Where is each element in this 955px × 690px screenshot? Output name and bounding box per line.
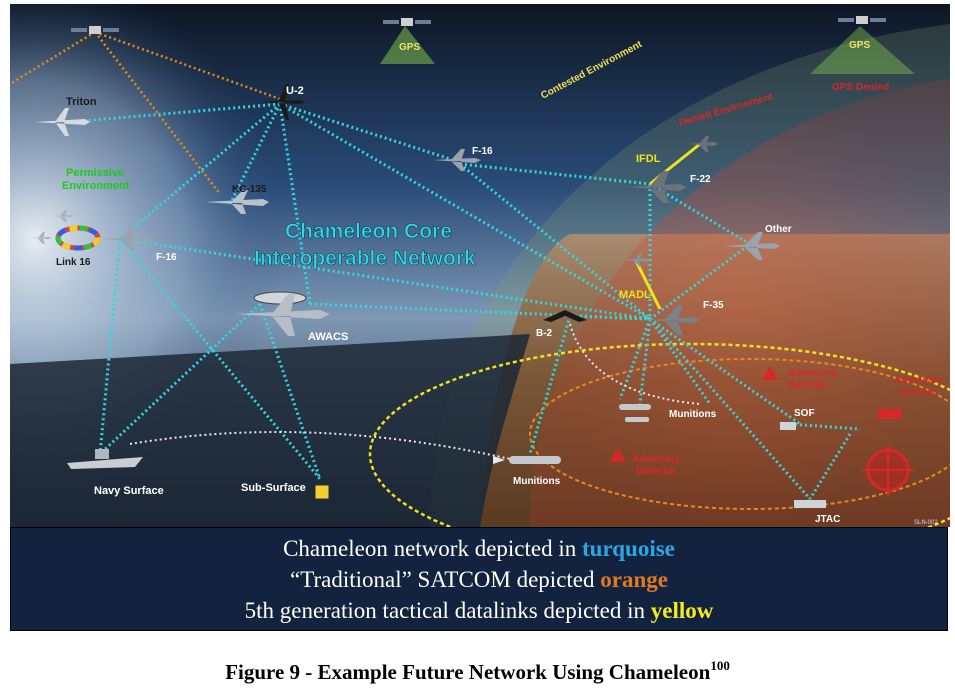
adversary-detector-right-icon — [762, 366, 778, 380]
awacs-icon — [235, 291, 330, 336]
link16-ring-icon — [55, 225, 101, 251]
engagement-zone-inner — [529, 358, 950, 510]
yellow-highlight: yellow — [650, 598, 714, 623]
navy-ship-icon — [67, 449, 143, 469]
gps-satellite-right-icon — [838, 16, 886, 24]
f22-icon — [627, 171, 687, 203]
caption-legend: Chameleon network depicted in turquoise … — [10, 527, 948, 631]
link16-label: Link 16 — [56, 257, 91, 268]
gps-right-label: GPS — [849, 40, 870, 51]
link16-wingman-1-icon — [52, 210, 74, 222]
adversary-jammer-icon — [878, 409, 902, 419]
other-aircraft-icon — [722, 232, 780, 260]
triton-icon — [35, 108, 90, 136]
other-label: Other — [765, 224, 792, 235]
adversary-detector-right-label-1: Adversary — [788, 368, 837, 379]
adversary-jammer-label-2: Jammer — [898, 387, 936, 398]
munitions-right-label: Munitions — [669, 409, 717, 420]
permissive-label-1: Permissive — [66, 167, 124, 179]
madl-wingman-icon — [624, 253, 650, 267]
adversary-detector-center-label-1: Adversary — [632, 454, 681, 465]
kc135-icon — [205, 190, 269, 214]
caption-line-3: 5th generation tactical datalinks depict… — [11, 598, 947, 624]
caption-line-3-text: 5th generation tactical datalinks depict… — [244, 598, 651, 623]
engagement-zone-outer — [368, 342, 950, 527]
caption-line-2: “Traditional” SATCOM depicted orange — [11, 567, 947, 593]
core-network-label-2: Interoperable Network — [254, 247, 476, 270]
core-network-label-1: Chameleon Core — [285, 220, 452, 243]
sub-surface-label: Sub-Surface — [241, 482, 306, 494]
caption-line-1-text: Chameleon network depicted in — [283, 536, 583, 561]
f35-icon — [644, 305, 700, 335]
triton-label: Triton — [66, 96, 97, 108]
orange-highlight: orange — [600, 567, 668, 592]
sof-icon — [780, 422, 796, 430]
caption-line-2-text: “Traditional” SATCOM depicted — [290, 567, 601, 592]
f16-top-icon — [433, 149, 481, 171]
link16-wingman-2-icon — [30, 232, 52, 244]
munitions-right-icon — [619, 404, 651, 422]
sea — [10, 334, 530, 527]
gps-denied-label: GPS Denied — [832, 82, 889, 93]
u2-icon — [258, 84, 306, 120]
madl-label: MADL — [619, 289, 651, 301]
figure-caption: Figure 9 - Example Future Network Using … — [0, 658, 955, 685]
submarine-icon — [314, 484, 330, 500]
b2-label: B-2 — [536, 328, 553, 339]
u2-label: U-2 — [286, 85, 304, 97]
figure-footnote-ref: 100 — [710, 658, 730, 673]
gps-beam-right — [810, 26, 915, 74]
sln-label: SLN-002 — [914, 520, 938, 526]
jtac-icon — [794, 500, 826, 508]
f22-wingman-icon — [688, 136, 718, 152]
gps-left-label: GPS — [399, 42, 420, 53]
adversary-detector-center-icon — [610, 448, 626, 462]
ifdl-label: IFDL — [636, 153, 661, 165]
denied-zone — [530, 79, 950, 527]
kc135-label: KC-135 — [232, 184, 267, 195]
gps-beam-left — [380, 26, 435, 64]
jtac-label: JTAC — [815, 514, 840, 525]
gps-satellite-left-icon — [383, 18, 431, 26]
f22-label: F-22 — [690, 174, 711, 185]
turquoise-highlight: turquoise — [582, 536, 675, 561]
satellite-icon — [71, 26, 119, 34]
awacs-label: AWACS — [308, 331, 348, 343]
network-diagram: Triton U-2 GPS GPS GPS Denied Contested … — [10, 4, 950, 527]
f16-left-label: F-16 — [156, 252, 177, 263]
navy-surface-label: Navy Surface — [94, 485, 164, 497]
adversary-jammer-label-1: Adversary — [894, 375, 943, 386]
chameleon-links — [69, 102, 861, 500]
munitions-center-icon — [493, 456, 561, 464]
figure-title: Figure 9 - Example Future Network Using … — [225, 660, 711, 684]
f35-label: F-35 — [703, 300, 724, 311]
f16-top-label: F-16 — [472, 146, 493, 157]
target-crosshair-icon — [862, 444, 914, 496]
b2-icon — [543, 310, 587, 322]
munitions-center-label: Munitions — [513, 476, 561, 487]
caption-line-1: Chameleon network depicted in turquoise — [11, 536, 947, 562]
sof-label: SOF — [794, 408, 815, 419]
permissive-label-2: Environment — [62, 180, 130, 192]
adversary-detector-center-label-2: Detector — [636, 466, 677, 477]
f16-left-icon — [101, 227, 153, 251]
satcom-links — [10, 30, 281, 195]
adversary-detector-right-label-2: Detector — [788, 380, 829, 391]
munitions-paths — [129, 323, 701, 460]
